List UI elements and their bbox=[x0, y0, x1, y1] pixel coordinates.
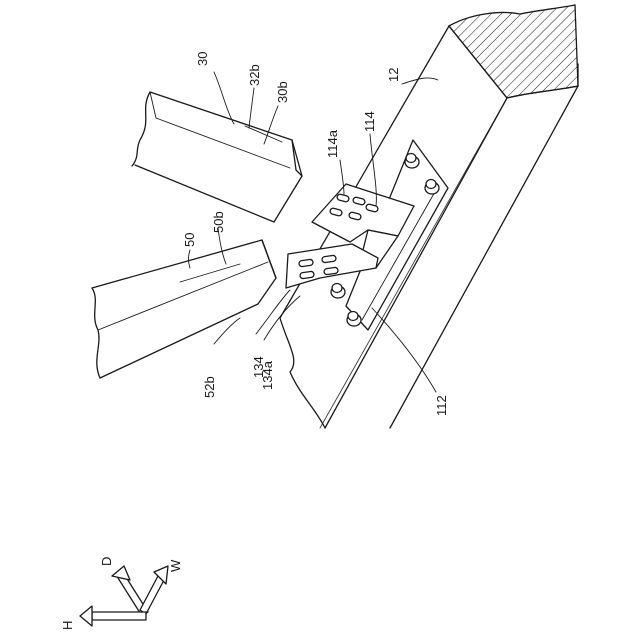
beam-section-hatch bbox=[449, 5, 578, 98]
label-50: 50 bbox=[182, 233, 197, 247]
arrow-w-shaft bbox=[140, 576, 164, 614]
label-30b: 30b bbox=[275, 81, 290, 103]
direction-indicator: D W H bbox=[60, 557, 183, 630]
label-114a: 114a bbox=[325, 129, 340, 158]
bolt-3 bbox=[331, 284, 345, 299]
label-12: 12 bbox=[386, 68, 401, 82]
arrow-h-shaft bbox=[92, 612, 146, 620]
axis-label-w: W bbox=[168, 559, 183, 572]
slot-50b bbox=[180, 264, 240, 282]
slot-30b bbox=[245, 126, 282, 142]
label-32b: 32b bbox=[247, 64, 262, 86]
label-114: 114 bbox=[362, 111, 377, 132]
arrow-d-head bbox=[112, 566, 130, 580]
member-50 bbox=[92, 240, 276, 378]
label-30: 30 bbox=[195, 52, 210, 66]
label-50b: 50b bbox=[211, 211, 226, 233]
label-134a: 134a bbox=[260, 360, 275, 390]
member-30 bbox=[132, 92, 302, 222]
axis-label-h: H bbox=[60, 621, 75, 630]
label-112: 112 bbox=[434, 395, 449, 416]
label-52b: 52b bbox=[202, 376, 217, 398]
arrow-h-head bbox=[80, 606, 92, 626]
axis-label-d: D bbox=[99, 557, 114, 566]
